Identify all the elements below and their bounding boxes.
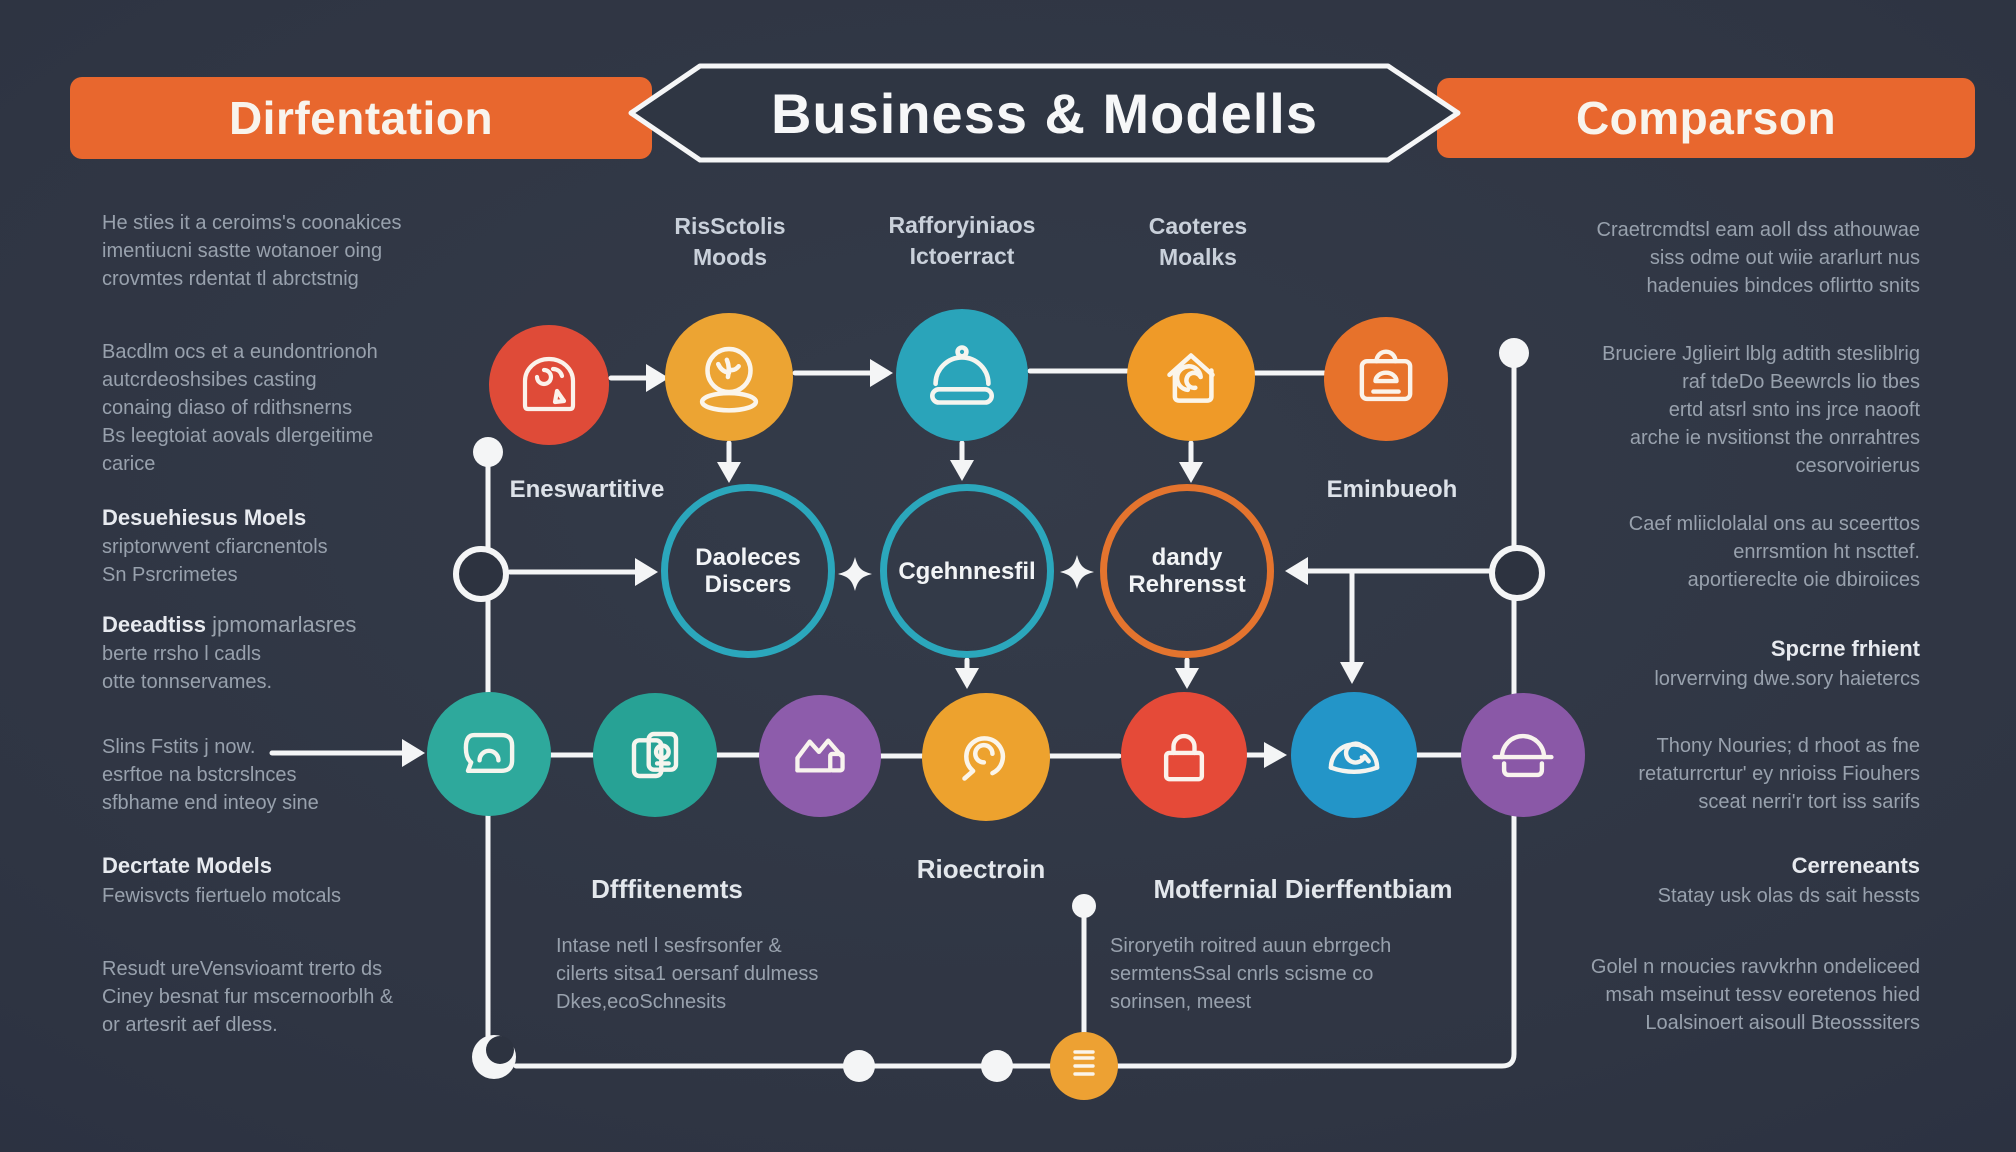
open-ring-left	[453, 546, 509, 602]
top-label-1: RisSctolis Moods	[674, 213, 786, 270]
left-banner-label: Dirfentation	[228, 92, 494, 144]
crystal-ball-icon	[699, 346, 759, 413]
right-heading-2-sub: Statay usk olas ds sait hessts	[1657, 885, 1920, 907]
left-heading-1-sub: sriptorwvent cfiarcnentols Sn Psrcrimete…	[102, 536, 328, 586]
right-banner: Comparson	[1437, 78, 1975, 158]
node-top-2	[665, 313, 793, 441]
bottom-paragraph-left: Intase netl l sesfrsonfer & cilerts sits…	[556, 935, 819, 1013]
star-diamond	[1060, 555, 1094, 589]
timeline-list-node	[1050, 1032, 1118, 1100]
right-banner-label: Comparson	[1575, 92, 1837, 144]
star-diamond	[838, 557, 872, 591]
node-top-4	[1127, 313, 1255, 441]
node-bottom-7	[1461, 693, 1585, 817]
top-label-3: Caoteres Moalks	[1148, 213, 1248, 270]
arrowhead	[1285, 557, 1308, 585]
node-top-3	[896, 309, 1028, 441]
top-label-2: Rafforyiniaos Ictoerract	[888, 212, 1036, 269]
left-paragraph-3: Slins Fstits j now. esrftoe na bstcrslnc…	[102, 736, 319, 814]
left-heading-2: Deeadtiss jpmomarlasres	[102, 612, 357, 637]
right-heading-1: Spcrne frhient	[1770, 636, 1920, 661]
node-bottom-3	[759, 695, 881, 817]
ring-node-2: Cgehnnesfil	[880, 484, 1054, 658]
card-bell-icon	[1359, 349, 1413, 402]
arrowhead	[646, 364, 669, 392]
wire-dot	[843, 1050, 875, 1082]
wire-dot	[1499, 338, 1529, 368]
title-chevron	[628, 63, 1461, 163]
left-paragraph-2: Bacdlm ocs et a eundontrionoh autcrdeosh…	[102, 341, 378, 475]
arrowhead	[870, 359, 893, 387]
node-top-5	[1324, 317, 1448, 441]
bottom-label-right: Motfernial Dierffentbiam	[1153, 874, 1453, 904]
arrowhead	[950, 460, 974, 481]
arrowhead	[1340, 662, 1364, 684]
node-bottom-6	[1291, 692, 1417, 818]
left-heading-2-sub: berte rrsho l cadls otte tonnservames.	[102, 643, 273, 693]
crescent-dot	[472, 1035, 516, 1079]
mid-right-label: Eminbueoh	[1326, 476, 1458, 503]
left-banner: Dirfentation	[70, 77, 652, 159]
house-refresh-icon	[1167, 353, 1215, 403]
open-ring-right	[1489, 545, 1545, 601]
bottom-label-mid: Rioectroin	[916, 854, 1046, 884]
arrowhead	[955, 668, 979, 689]
arrowhead	[1264, 742, 1287, 768]
arrowhead	[635, 558, 658, 586]
stacked-cards-icon	[631, 731, 679, 779]
right-paragraph-1: Craetrcmdtsl eam aoll dss athouwae siss …	[1596, 219, 1920, 297]
left-paragraph-4: Resudt ureVensvioamt trerto ds Ciney bes…	[102, 958, 394, 1036]
bottom-right-wire	[513, 359, 1517, 1069]
list-icon	[1073, 1050, 1095, 1076]
bottom-paragraph-right: Siroryetih roitred auun ebrrgech sermten…	[1110, 935, 1392, 1013]
chat-bubble-icon	[463, 732, 515, 774]
right-paragraph-5: Golel n rnoucies ravvkrhn ondeliceed msa…	[1590, 956, 1920, 1034]
node-top-1	[489, 325, 609, 445]
wire-dot	[1072, 894, 1096, 918]
wire-dot	[473, 437, 503, 467]
right-heading-2: Cerreneants	[1791, 853, 1920, 878]
arrowhead	[717, 462, 741, 483]
mountain-chart-icon	[795, 738, 845, 773]
padlock-icon	[1163, 733, 1205, 782]
page-title: Business & Modells	[770, 81, 1319, 145]
left-paragraph-1: He sties it a ceroims's coonakices iment…	[102, 212, 402, 290]
bag-icon	[522, 356, 576, 412]
left-heading-3-sub: Fewisvcts fiertuelo motcals	[102, 885, 341, 907]
ring-node-1: Daoleces Discers	[661, 484, 835, 658]
right-heading-1-sub: lorverrving dwe.sory haietercs	[1654, 668, 1920, 690]
right-paragraph-4: Thony Nouries; d rhoot as fne retaturrcr…	[1638, 735, 1920, 813]
node-bottom-5	[1121, 692, 1247, 818]
mid-left-label: Eneswartitive	[509, 476, 665, 503]
cloche-icon	[929, 345, 995, 405]
covered-dish-icon	[1492, 733, 1554, 778]
arrowhead	[1175, 668, 1199, 689]
node-bottom-2	[593, 693, 717, 817]
arrowhead	[1179, 462, 1203, 483]
right-paragraph-2: Bruciere Jglieirt lblg adtith stesliblri…	[1602, 343, 1920, 477]
bottom-label-left: Dfffitenemts	[591, 874, 743, 904]
node-bottom-1	[427, 692, 551, 816]
left-heading-3: Decrtate Models	[102, 853, 272, 878]
swirl-icon	[962, 736, 1006, 781]
dome-refresh-icon	[1328, 741, 1380, 775]
wire-dot	[981, 1050, 1013, 1082]
arrowhead	[402, 739, 425, 767]
ring-node-3: dandy Rehrensst	[1100, 484, 1274, 658]
node-bottom-4	[922, 693, 1050, 821]
left-heading-1: Desuehiesus Moels	[102, 505, 307, 530]
right-paragraph-3: Caef mliiclolalal ons au sceerttos enrrs…	[1628, 513, 1920, 591]
